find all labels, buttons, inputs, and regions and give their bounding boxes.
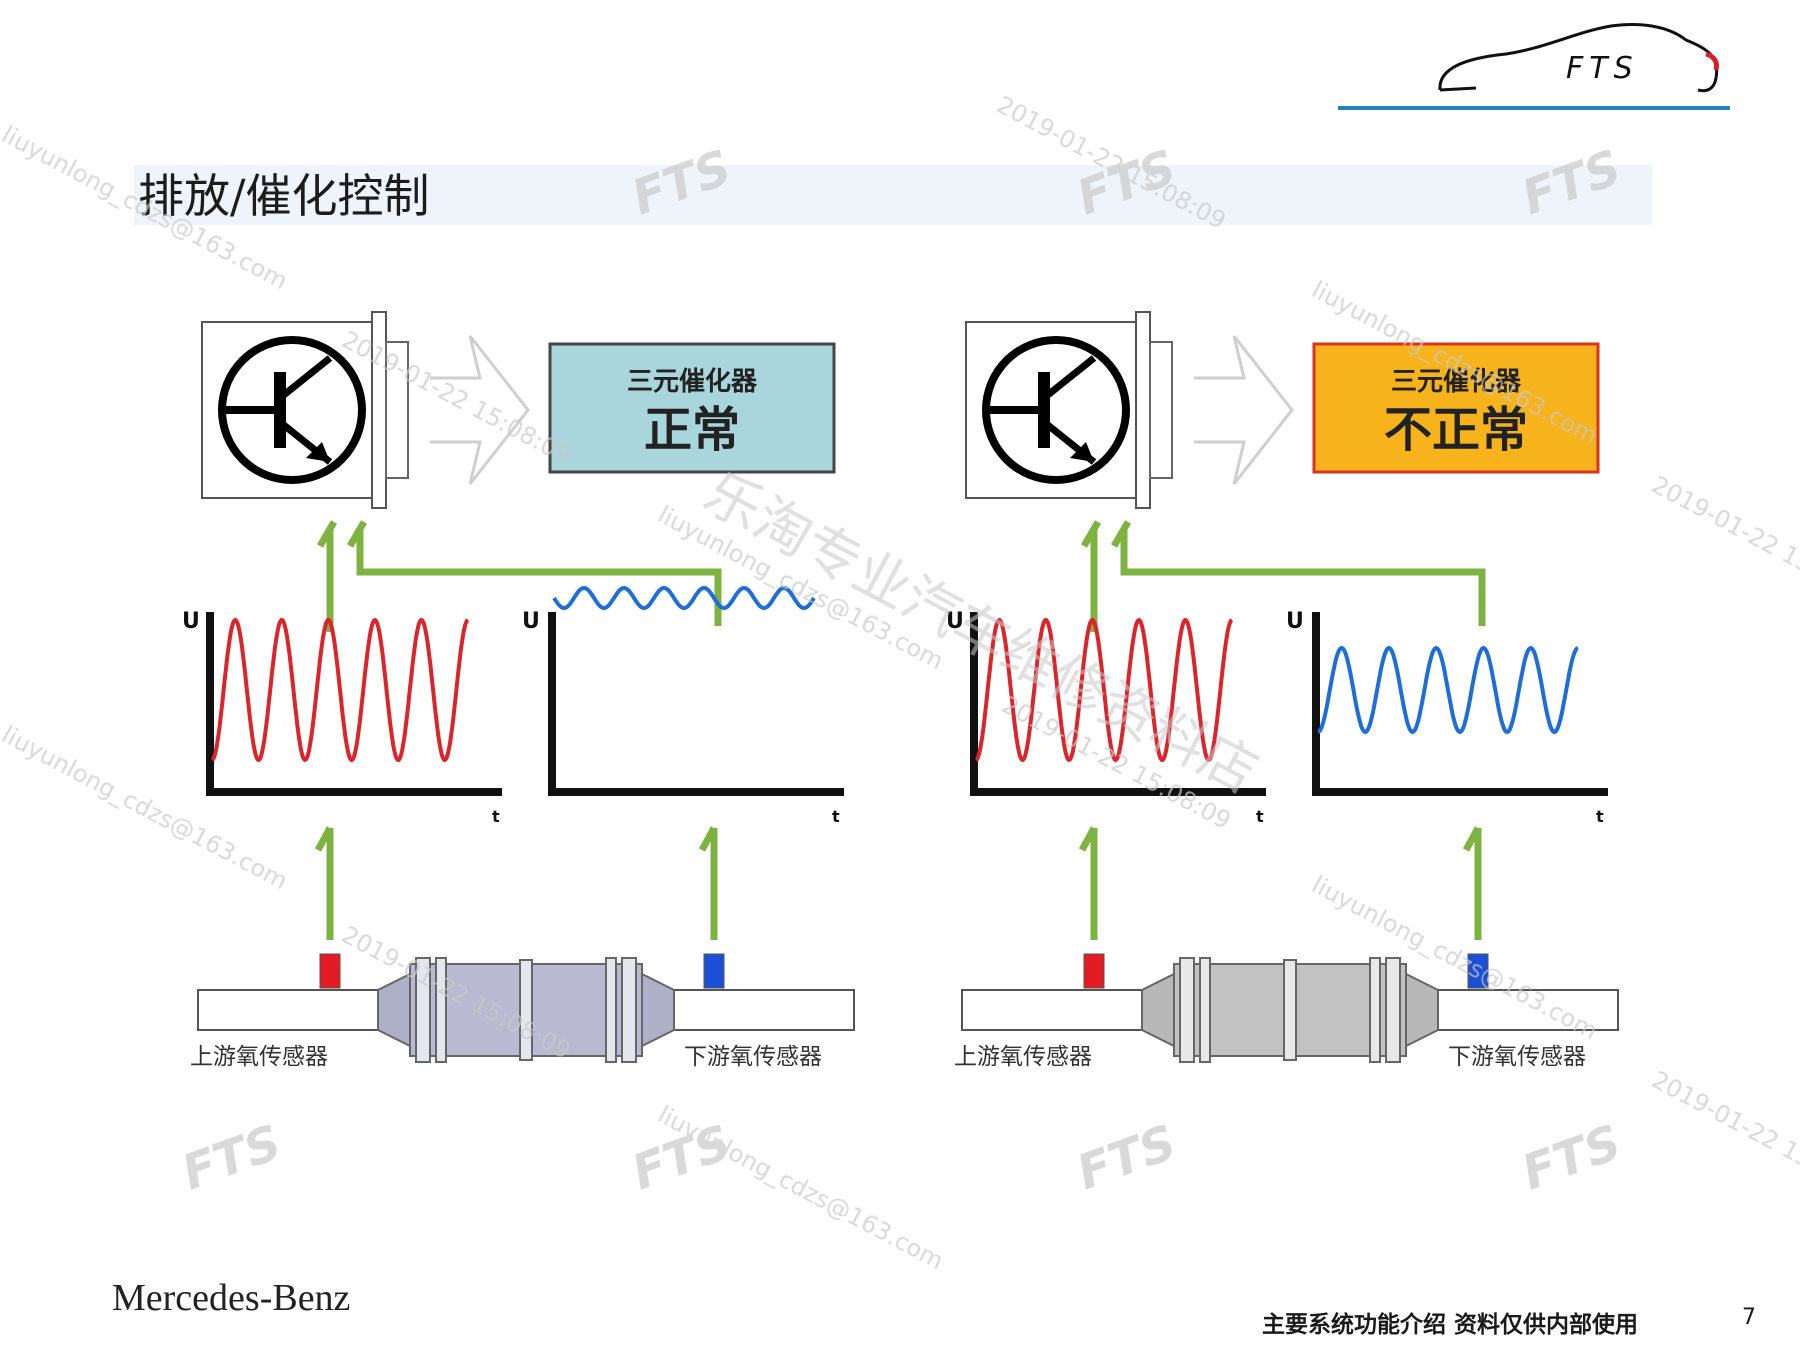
upstream-signal-wave bbox=[974, 617, 1234, 763]
car-silhouette-icon: FTS bbox=[1438, 23, 1719, 93]
page-number: 7 bbox=[1742, 1305, 1756, 1330]
catalyst-status-box-normal bbox=[548, 342, 836, 474]
title-bar bbox=[134, 165, 1652, 225]
axis-y-label: U bbox=[1286, 609, 1304, 634]
upstream-sensor-label: 上游氧传感器 bbox=[954, 1044, 1092, 1070]
exhaust-catalyst-pipe bbox=[961, 953, 1619, 1063]
downstream-sensor-label: 下游氧传感器 bbox=[1448, 1044, 1586, 1070]
axis-x-label: t bbox=[1596, 807, 1604, 826]
upstream-sensor bbox=[1083, 953, 1105, 989]
upstream-signal-wave bbox=[210, 617, 470, 763]
logo-text: FTS bbox=[1566, 51, 1639, 86]
downstream-signal-wave bbox=[552, 585, 816, 611]
upstream-chart-axes bbox=[206, 612, 502, 796]
axis-x-label: t bbox=[1256, 807, 1264, 826]
axis-x-label: t bbox=[832, 807, 840, 826]
watermark-logo: FTS bbox=[1515, 1114, 1628, 1201]
watermark-email: liuyunlong_cdzs@163.com bbox=[653, 1101, 948, 1276]
downstream-sensor bbox=[703, 953, 725, 989]
downstream-signal-wave bbox=[1317, 645, 1579, 735]
watermark-logo: FTS bbox=[175, 1114, 288, 1201]
watermark-logo: FTS bbox=[625, 1114, 738, 1201]
brand-name: Mercedes-Benz bbox=[112, 1277, 351, 1319]
upstream-sensor-label: 上游氧传感器 bbox=[190, 1044, 328, 1070]
downstream-chart-axes bbox=[548, 612, 844, 796]
signal-connectors bbox=[314, 520, 722, 940]
arrow-right-icon bbox=[1194, 335, 1294, 485]
footer-text: 主要系统功能介绍 资料仅供内部使用 bbox=[1262, 1312, 1639, 1338]
signal-connectors bbox=[1078, 520, 1486, 940]
downstream-sensor-label: 下游氧传感器 bbox=[684, 1044, 822, 1070]
downstream-chart-axes bbox=[1312, 612, 1608, 796]
status-line2: 正常 bbox=[644, 402, 740, 458]
exhaust-catalyst-pipe bbox=[197, 953, 855, 1063]
transistor-icon bbox=[218, 336, 366, 484]
axis-x-label: t bbox=[492, 807, 500, 826]
upstream-chart-axes bbox=[970, 612, 1266, 796]
catalyst-diagram-abnormal: 三元催化器 不正常 U t U t 上游氧传感器 下游氧传感器 bbox=[946, 311, 1619, 1070]
downstream-sensor bbox=[1467, 953, 1489, 989]
watermark-timestamp: 2019-01-22 15:08:09 bbox=[1647, 1066, 1800, 1210]
axis-y-label: U bbox=[182, 609, 200, 634]
catalyst-diagram-normal: 三元催化器 正常 U t U t 上游氧传感器 下游氧传感器 bbox=[182, 311, 855, 1070]
axis-y-label: U bbox=[946, 609, 964, 634]
fts-logo: FTS bbox=[1436, 18, 1726, 108]
status-line1: 三元催化器 bbox=[627, 367, 758, 397]
status-line2: 不正常 bbox=[1384, 402, 1528, 458]
status-line1: 三元催化器 bbox=[1391, 367, 1522, 397]
arrow-right-icon bbox=[430, 335, 530, 485]
axis-y-label: U bbox=[522, 609, 540, 634]
logo-underline bbox=[1338, 106, 1730, 110]
watermark-timestamp: 2019-01-22 15:08:09 bbox=[1647, 471, 1800, 615]
catalyst-status-box-abnormal bbox=[1312, 342, 1600, 474]
watermark-logo: FTS bbox=[1070, 1114, 1183, 1201]
transistor-icon bbox=[982, 336, 1130, 484]
page-title: 排放/催化控制 bbox=[138, 169, 430, 223]
upstream-sensor bbox=[319, 953, 341, 989]
